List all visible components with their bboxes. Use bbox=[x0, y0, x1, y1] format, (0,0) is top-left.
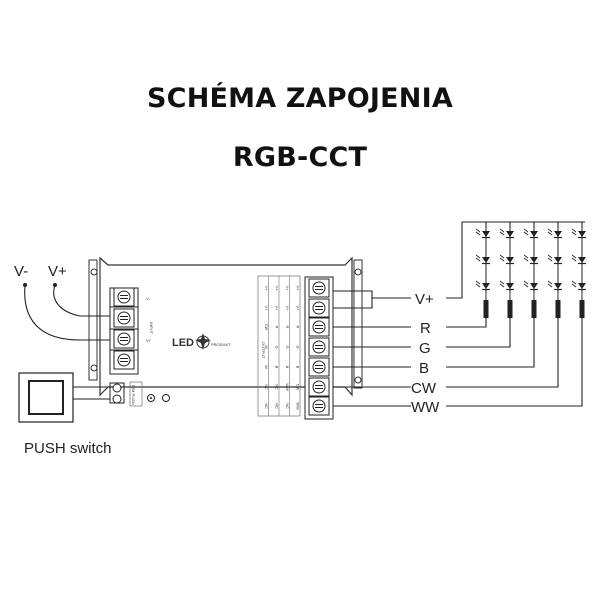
output-label: OUTPUT bbox=[261, 342, 266, 359]
output-wires bbox=[333, 221, 585, 407]
output-label-vplus: V+ bbox=[415, 291, 434, 308]
dim-push-port: DIM PUSH bbox=[109, 381, 170, 407]
push-switch bbox=[18, 372, 110, 423]
terminal-v-plus-top bbox=[113, 308, 135, 328]
pin-table-cell: V+ bbox=[264, 285, 269, 291]
power-plus-label: V+ bbox=[48, 263, 67, 280]
power-minus-label: V- bbox=[14, 263, 28, 280]
input-label: INPUT bbox=[149, 322, 154, 335]
terminal-b bbox=[308, 357, 330, 377]
led-icon bbox=[475, 228, 491, 239]
terminal-vplus-2 bbox=[308, 298, 330, 318]
push-switch-label: PUSH switch bbox=[24, 440, 112, 457]
output-label-g: G bbox=[419, 340, 431, 357]
output-label-b: B bbox=[419, 360, 429, 377]
pin-table-cell: G bbox=[285, 345, 290, 348]
led-strip-array bbox=[475, 228, 587, 318]
pin-table-cell: NC bbox=[264, 403, 269, 409]
pin-table-cell: CW bbox=[264, 324, 269, 331]
pin-table-cell: R bbox=[275, 326, 280, 329]
input-pin-label-0: V- bbox=[146, 296, 150, 301]
pin-table-cell: NC bbox=[275, 403, 280, 409]
pin-table-cell: NC bbox=[285, 403, 290, 409]
output-label-r: R bbox=[420, 320, 431, 337]
diagram-subtitle: RGB-CCT bbox=[232, 142, 368, 173]
led-icon bbox=[523, 254, 539, 265]
v-minus-dot bbox=[23, 283, 27, 287]
v-plus-dot bbox=[53, 283, 57, 287]
pin-table-cell: V+ bbox=[275, 305, 280, 311]
pin-table-cell: R bbox=[296, 326, 301, 329]
logo-text-left: LED bbox=[172, 337, 194, 349]
terminal-cw bbox=[308, 377, 330, 397]
terminal-v-plus-bottom bbox=[113, 350, 135, 370]
pin-table-cell: V+ bbox=[275, 285, 280, 291]
pin-table-cell: G bbox=[275, 345, 280, 348]
pin-table-cell: CW bbox=[296, 384, 301, 391]
input-terminal-block: V- V+ INPUT bbox=[109, 287, 154, 375]
terminal-g bbox=[308, 337, 330, 357]
led-icon bbox=[475, 254, 491, 265]
led-icon bbox=[523, 228, 539, 239]
pin-table-cell: NC bbox=[275, 384, 280, 390]
input-pin-label-1: V+ bbox=[146, 338, 152, 343]
pin-table-cell: B bbox=[275, 366, 280, 369]
led-icon bbox=[571, 228, 587, 239]
pin-table-cell: W bbox=[264, 345, 269, 349]
terminal-ww bbox=[308, 396, 330, 416]
led-icon bbox=[499, 228, 515, 239]
led-icon bbox=[547, 280, 563, 291]
brand-logo: LED PRODUKT bbox=[172, 333, 231, 350]
led-icon bbox=[499, 254, 515, 265]
resistor-icon bbox=[483, 300, 489, 318]
pin-table-cell: NC bbox=[264, 384, 269, 390]
resistor-icon bbox=[579, 300, 585, 318]
logo-text-right: PRODUKT bbox=[211, 342, 231, 347]
led-icon bbox=[547, 228, 563, 239]
pin-table-cell: W bbox=[264, 365, 269, 369]
pin-table-cell: V+ bbox=[296, 285, 301, 291]
led-icon bbox=[523, 280, 539, 291]
output-terminal-block bbox=[304, 276, 334, 420]
pin-table-cell: B bbox=[296, 366, 301, 369]
pin-table-cell: B bbox=[285, 366, 290, 369]
resistor-icon bbox=[555, 300, 561, 318]
diagram-title: SCHÉMA ZAPOJENIA bbox=[147, 83, 453, 114]
power-input-wires bbox=[24, 284, 110, 341]
led-icon bbox=[475, 280, 491, 291]
output-label-cw: CW bbox=[411, 380, 437, 397]
pin-table-cell: R bbox=[285, 326, 290, 329]
led-icon bbox=[499, 280, 515, 291]
terminal-v-minus-top bbox=[113, 287, 135, 307]
resistor-icon bbox=[531, 300, 537, 318]
button-port-label: DIM PUSH bbox=[131, 385, 136, 405]
led-icon bbox=[571, 280, 587, 291]
output-pin-table: V+V+CWWWNCNCV+V+RGBNCNCV+V+RGBWWNCV+V+RG… bbox=[257, 275, 301, 417]
resistor-icon bbox=[507, 300, 513, 318]
pin-table-cell: V+ bbox=[285, 285, 290, 291]
pin-table-cell: WW bbox=[285, 383, 290, 391]
pin-table-cell: V+ bbox=[264, 305, 269, 311]
terminal-vplus-1 bbox=[308, 278, 330, 298]
pin-table-cell: WW bbox=[296, 402, 301, 410]
pin-table-cell: G bbox=[296, 345, 301, 348]
terminal-v-minus-bottom bbox=[113, 329, 135, 349]
pin-table-cell: V+ bbox=[296, 305, 301, 311]
output-label-ww: WW bbox=[411, 399, 440, 416]
pin-table-cell: V+ bbox=[285, 305, 290, 311]
led-icon bbox=[547, 254, 563, 265]
led-icon bbox=[571, 254, 587, 265]
terminal-r bbox=[308, 317, 330, 337]
